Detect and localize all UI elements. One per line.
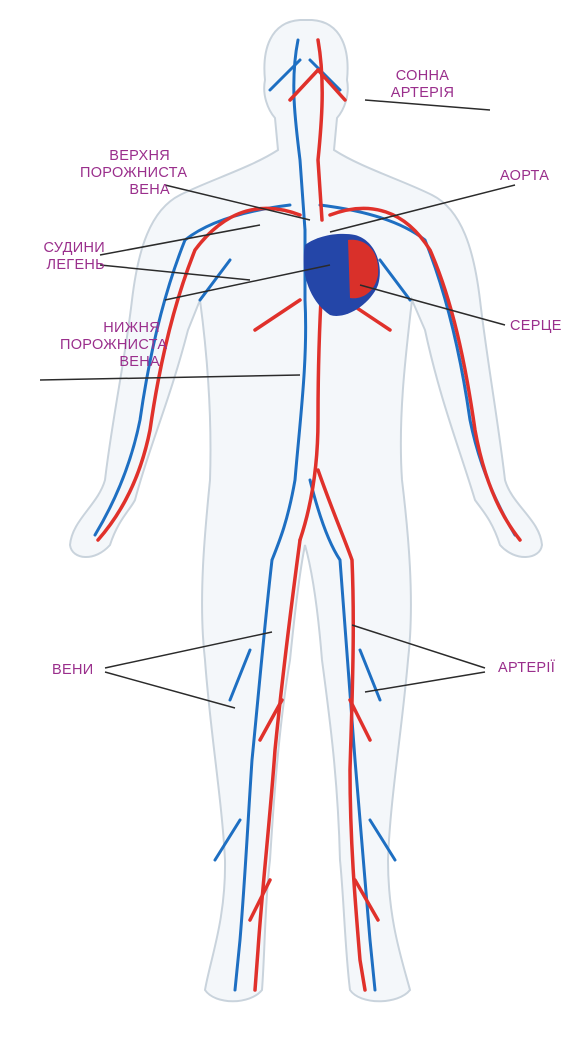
svc-label-line2: ПОРОЖНИСТА: [80, 165, 170, 182]
lung-vessels-label: СУДИНИ ЛЕГЕНЬ: [25, 240, 105, 274]
lungs-label-line2: ЛЕГЕНЬ: [25, 257, 105, 274]
svc-label-line1: ВЕРХНЯ: [80, 148, 170, 165]
veins-label: ВЕНИ: [52, 662, 93, 679]
aorta-label: АОРТА: [500, 168, 549, 185]
carotid-label-line1: СОННА: [380, 68, 465, 85]
ivc-label-line1: НИЖНЯ: [60, 320, 160, 337]
ivc-label-line2: ПОРОЖНИСТА: [60, 337, 160, 354]
svc-label-line3: ВЕНА: [80, 182, 170, 199]
heart-label: СЕРЦЕ: [510, 318, 562, 335]
arteries-label: АРТЕРІЇ: [498, 660, 555, 677]
lungs-label-line1: СУДИНИ: [25, 240, 105, 257]
inferior-vena-cava-label: НИЖНЯ ПОРОЖНИСТА ВЕНА: [60, 320, 160, 371]
superior-vena-cava-label: ВЕРХНЯ ПОРОЖНИСТА ВЕНА: [80, 148, 170, 199]
carotid-artery-label: СОННА АРТЕРІЯ: [380, 68, 465, 102]
ivc-label-line3: ВЕНА: [60, 354, 160, 371]
carotid-label-line2: АРТЕРІЯ: [380, 85, 465, 102]
